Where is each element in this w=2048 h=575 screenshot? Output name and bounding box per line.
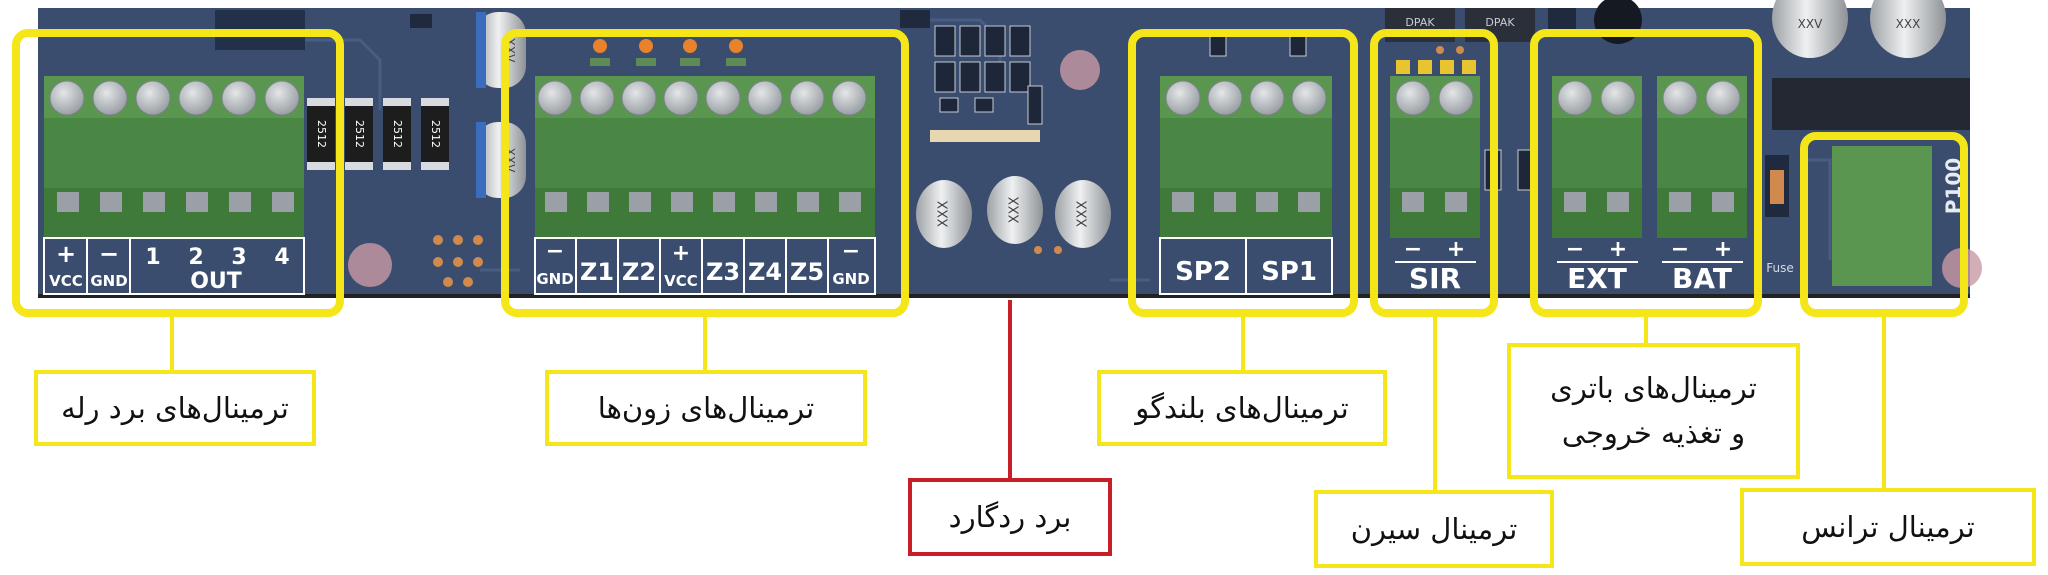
relay-gnd: GND (90, 272, 127, 290)
ext-minus: − (1566, 237, 1584, 262)
relay-minus: − (99, 240, 119, 268)
relay-plus: + (56, 240, 76, 268)
speaker-label-sp1: SP1 (1261, 257, 1317, 287)
fuse-label: Fuse (1766, 261, 1794, 275)
siren-label: SIR (1409, 262, 1461, 295)
siren-plus: + (1447, 237, 1465, 262)
zone-label-vcc: VCC (664, 272, 698, 290)
cap-text: XXV (1798, 17, 1823, 31)
zone-label-z2: Z2 (622, 258, 656, 286)
capacitors: XXV XXV XXX XXX XXX XXV XXX (476, 0, 1946, 248)
connector-lines (170, 313, 1886, 492)
zone-label-z4: Z4 (748, 258, 782, 286)
dpak-label: DPAK (1485, 16, 1515, 29)
zone-label-sign: + (672, 241, 690, 266)
relay-num-4: 4 (274, 245, 289, 270)
resistor-code: 2512 (391, 120, 404, 148)
zone-label-z1: Z1 (580, 258, 614, 286)
zone-label-sign: − (546, 239, 564, 264)
terminal-block-zones (535, 76, 875, 238)
relay-num-2: 2 (188, 245, 203, 270)
speaker-label-sp2: SP2 (1175, 257, 1231, 287)
resistor-code: 2512 (429, 120, 442, 148)
cap-text: XXX (937, 201, 952, 228)
relay-vcc: VCC (49, 272, 83, 290)
zone-label-z5: Z5 (790, 258, 824, 286)
resistor-code: 2512 (353, 120, 366, 148)
label-trans-text: ترمینال ترانس (1801, 509, 1975, 544)
terminal-block-trans: P100 (1832, 146, 1966, 286)
bat-label: BAT (1672, 262, 1732, 295)
dpak-label: DPAK (1405, 16, 1435, 29)
zone-label-gnd-right: GND (832, 270, 869, 288)
cap-text: XXX (1896, 17, 1921, 31)
relay-out: OUT (190, 269, 242, 294)
cap-text: XXX (1008, 197, 1023, 224)
cap-text: XXX (1076, 201, 1091, 228)
label-siren-text: ترمینال سیرن (1350, 511, 1518, 546)
label-speaker-terminals: ترمینال‌های بلندگو (1097, 370, 1387, 446)
terminal-block-speaker (1160, 76, 1332, 238)
label-battery-line2: و تغذیه خروجی (1561, 416, 1746, 450)
label-speaker-text: ترمینال‌های بلندگو (1135, 390, 1349, 425)
bat-plus: + (1714, 237, 1732, 262)
label-relay-text: ترمینال‌های برد رله (61, 390, 289, 425)
label-zone-terminals: ترمینال‌های زون‌ها (545, 370, 867, 446)
bat-minus: − (1671, 237, 1689, 262)
label-zones-text: ترمینال‌های زون‌ها (597, 390, 815, 425)
ext-label: EXT (1567, 262, 1627, 295)
terminal-block-ext (1552, 76, 1642, 238)
label-siren-terminal: ترمینال سیرن (1314, 490, 1554, 568)
resistors-2512: 2512 2512 2512 2512 (307, 98, 449, 170)
label-board: برد ردگارد (908, 478, 1112, 556)
label-trans-terminal: ترمینال ترانس (1740, 488, 2036, 566)
terminal-block-relay (44, 76, 304, 238)
ext-plus: + (1609, 237, 1627, 262)
resistor-code: 2512 (315, 120, 328, 148)
label-battery-text: ترمینال‌های باتری و تغذیه خروجی (1550, 366, 1757, 456)
relay-num-1: 1 (145, 245, 160, 270)
terminal-block-bat (1657, 76, 1747, 238)
silkscreen-labels: + − VCC GND 1 2 3 4 OUT − GND Z1 Z2 + VC… (43, 237, 1743, 295)
terminal-block-siren (1390, 76, 1480, 238)
label-board-text: برد ردگارد (948, 499, 1072, 534)
zone-label-z3: Z3 (706, 258, 740, 286)
zone-label-gnd-left: GND (536, 270, 573, 288)
label-battery-terminals: ترمینال‌های باتری و تغذیه خروجی (1507, 343, 1800, 479)
relay-num-3: 3 (231, 245, 246, 270)
zone-label-sign: − (842, 239, 860, 264)
siren-minus: − (1404, 237, 1422, 262)
highlight-relay (12, 29, 344, 317)
label-relay-terminals: ترمینال‌های برد رله (34, 370, 316, 446)
label-battery-line1: ترمینال‌های باتری (1550, 371, 1757, 406)
